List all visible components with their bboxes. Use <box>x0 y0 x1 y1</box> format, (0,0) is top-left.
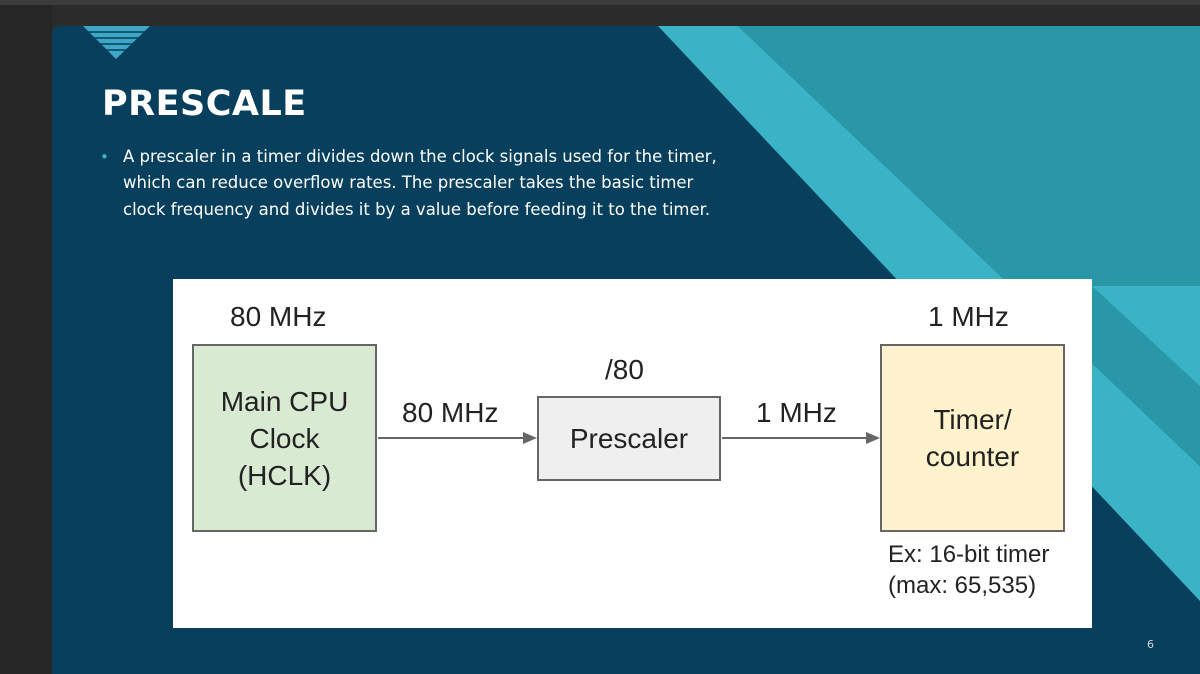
timer-frequency-label: 1 MHz <box>928 301 1009 332</box>
slide: PRESCALE • A prescaler in a timer divide… <box>52 26 1200 674</box>
timer-counter-box: Timer/ counter <box>880 344 1065 532</box>
diagram-arrows <box>378 432 880 444</box>
clock-box-line: (HCLK) <box>237 459 332 491</box>
arrow-right-icon <box>378 432 537 444</box>
left-gutter <box>0 5 52 674</box>
prescaler-box-label: Prescaler <box>569 423 689 454</box>
timer-example-note: Ex: 16-bit timer (max: 65,535) <box>888 539 1049 601</box>
note-line: Ex: 16-bit timer <box>888 541 1050 568</box>
clock-box-line: Clock <box>249 422 320 454</box>
arrow2-frequency-label: 1 MHz <box>756 397 837 428</box>
corner-stripes-icon <box>83 26 150 59</box>
timer-box-line: counter <box>925 441 1020 472</box>
slide-title: PRESCALE <box>102 84 307 124</box>
teal-corner-shape <box>1092 286 1200 386</box>
arrow1-frequency-label: 80 MHz <box>402 397 499 428</box>
page-number: 6 <box>1147 638 1154 651</box>
prescaler-diagram: 80 MHz 1 MHz /80 80 MHz 1 MHz Main CPU C… <box>173 279 1092 628</box>
timer-box-line: Timer/ <box>933 404 1012 435</box>
clock-frequency-label: 80 MHz <box>230 301 327 332</box>
arrow-right-icon <box>722 432 880 444</box>
bullet-text: A prescaler in a timer divides down the … <box>123 147 717 219</box>
clock-box-line: Main CPU <box>220 385 349 417</box>
note-line: (max: 65,535) <box>888 572 1037 599</box>
bullet-list: • A prescaler in a timer divides down th… <box>100 144 730 223</box>
prescaler-box: Prescaler <box>537 396 721 481</box>
window-top-bar <box>0 0 1200 5</box>
divider-label: /80 <box>605 354 644 385</box>
bullet-dot-icon: • <box>100 148 109 166</box>
main-cpu-clock-box: Main CPU Clock (HCLK) <box>192 344 377 532</box>
